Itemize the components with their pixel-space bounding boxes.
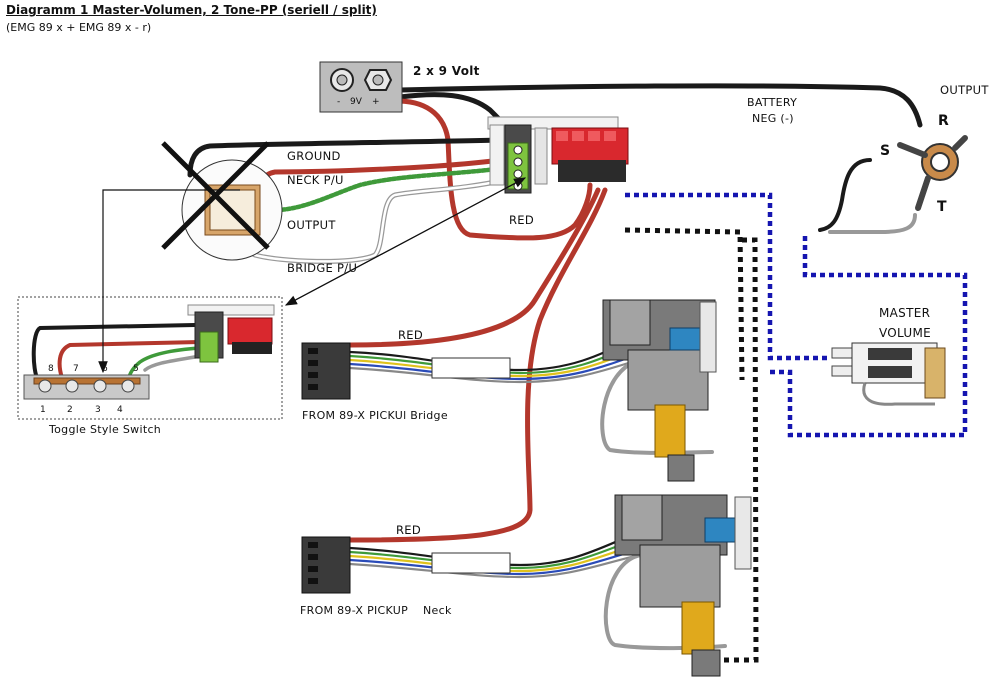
- neck-tone-pot: [614, 494, 752, 677]
- from-neck-pickup-label: FROM 89-X PICKUP: [300, 604, 409, 617]
- toggle-switch: [23, 374, 150, 400]
- output-top-label: OUTPUT: [940, 83, 989, 97]
- crossed-out-pot: [161, 141, 283, 261]
- battery-label: 2 x 9 Volt: [413, 64, 480, 78]
- wire-battery-red: [397, 98, 593, 241]
- ribbon-neck: [348, 533, 642, 579]
- bridge-tone-pot: [602, 299, 717, 482]
- battery-terminal-9v: 9V: [350, 97, 362, 107]
- toggle-switch-frame: [17, 296, 283, 420]
- wire-battery-black: [397, 83, 923, 128]
- from-bridge-pickup-label: FROM 89-X PICKUl Bridge: [302, 409, 448, 422]
- toggle-small-connector: [187, 304, 275, 363]
- dotted-blue-line: [625, 192, 968, 438]
- switch-pin-4: 4: [117, 405, 123, 415]
- jack-letter-s: S: [880, 143, 891, 159]
- dotted-black-lines: [624, 227, 759, 663]
- switch-pin-7: 7: [73, 364, 79, 374]
- output-label: OUTPUT: [287, 218, 336, 232]
- toggle-switch-caption: Toggle Style Switch: [49, 423, 162, 436]
- neck-ribbon-sleeve: [431, 552, 511, 574]
- jack-letter-t: T: [937, 199, 947, 215]
- battery: [319, 61, 403, 113]
- switch-pin-5: 5: [133, 364, 139, 374]
- red-bridge-label: RED: [398, 328, 424, 342]
- neck-pickup-connector: [301, 536, 351, 594]
- bridge-pu-label: BRIDGE P/U: [287, 261, 358, 275]
- wire-red-to-neck: [347, 187, 608, 543]
- wire-output-to-jack: [818, 158, 872, 232]
- bridge-pickup-connector: [301, 342, 351, 400]
- output-jack: [897, 135, 968, 211]
- battery-neg-label-2: NEG (-): [752, 112, 794, 125]
- switch-pin-6: 6: [102, 364, 108, 374]
- wire-output-green: [265, 165, 508, 213]
- jack-letter-r: R: [938, 113, 950, 129]
- ground-label: GROUND: [287, 149, 341, 163]
- neck-suffix-label: Neck: [423, 604, 452, 617]
- wire-red-to-bridge: [347, 187, 601, 348]
- master-volume-label-2: VOLUME: [879, 326, 932, 340]
- master-volume-label-1: MASTER: [879, 306, 931, 320]
- switch-pin-2: 2: [67, 405, 73, 415]
- switch-pin-1: 1: [40, 405, 46, 415]
- red-neck-label: RED: [396, 523, 422, 537]
- ribbon-bridge: [348, 338, 640, 384]
- main-connector-board: [487, 116, 629, 194]
- diagram-title: Diagramm 1 Master-Volumen, 2 Tone-PP (se…: [6, 3, 377, 17]
- battery-neg-label-1: BATTERY: [747, 96, 798, 109]
- red-main-label: RED: [509, 213, 535, 227]
- wire-jack-white: [828, 213, 917, 234]
- diagram-subtitle: (EMG 89 x + EMG 89 x - r): [6, 21, 152, 34]
- master-volume-connector: [831, 342, 946, 406]
- battery-terminal-neg: -: [337, 97, 341, 107]
- wire-ground-black: [187, 137, 503, 178]
- switch-pin-3: 3: [95, 405, 101, 415]
- neck-pu-label: NECK P/U: [287, 173, 344, 187]
- battery-terminal-pos: +: [372, 97, 380, 107]
- switch-pin-8: 8: [48, 364, 54, 374]
- annotation-arrows: [98, 177, 527, 374]
- bridge-ribbon-sleeve: [431, 357, 511, 379]
